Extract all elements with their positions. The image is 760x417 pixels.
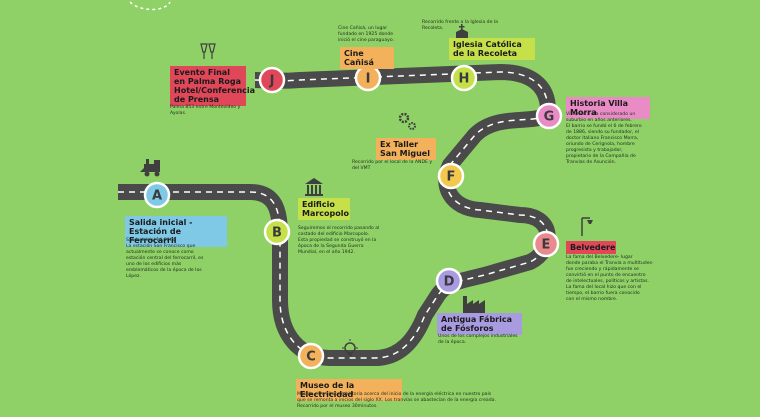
stop-e-title: Belvedere (566, 241, 616, 254)
stop-letter-g: G (544, 110, 555, 125)
stop-j-title: Evento Final en Palma Roga Hotel/Confere… (170, 66, 255, 106)
stop-d-title: Antigua Fábrica de Fósforos (437, 313, 522, 335)
stop-letter-c: C (306, 350, 316, 365)
stop-c-title: Museo de la Electricidad (296, 379, 402, 401)
stop-marker-h (450, 64, 478, 92)
stop-i-description: Cine Cañisá, un lugar fundado en 1925 do… (338, 26, 395, 43)
stop-h-description: Recorrido frente a la Iglesia de la Reco… (422, 20, 498, 31)
lamp-icon (581, 217, 593, 236)
stop-g-title: Historia Villa Morra (566, 97, 650, 119)
lightbulb-icon (342, 339, 358, 356)
stop-marker-f (437, 162, 465, 190)
stop-j-description: Palma 853 entre Montevideo y Ayolas. (170, 105, 241, 116)
stop-a-title: Salida inicial - Estación de Ferrocarril (125, 216, 227, 247)
stop-a-description: Salida Inicial 14:00hs La estación San F… (126, 238, 204, 279)
stop-i-title: Cine Cañisá (340, 47, 394, 69)
gears-icon (398, 112, 416, 130)
stop-b-description: Seguiremos el recorrido pasando al costa… (298, 226, 380, 255)
stop-letter-h: H (459, 72, 470, 87)
stop-marker-c (297, 342, 325, 370)
stop-h-title: Iglesia Católica de la Recoleta (449, 38, 535, 60)
stop-marker-d (435, 267, 463, 295)
building-columns-icon (305, 178, 323, 196)
stop-letter-d: D (444, 275, 455, 290)
stops: A B C D E F G H I J (143, 64, 563, 370)
stop-marker-e (532, 230, 560, 258)
stop-marker-a (143, 181, 171, 209)
stop-b-title: Edificio Marcopolo (298, 198, 350, 220)
stop-letter-j: J (269, 74, 275, 89)
stop-e-description: La fama del Belvedere- lugar donde parab… (566, 255, 654, 302)
stop-f-description: Recorrido por el local de la ANDE y del … (352, 160, 433, 171)
stop-letter-i: I (366, 72, 371, 87)
stop-c-description: Más de cien años de historia acerca del … (297, 392, 496, 409)
stop-letter-a: A (152, 189, 162, 204)
stop-letter-b: B (272, 226, 282, 241)
stop-letter-f: F (447, 170, 456, 185)
champagne-icon (200, 43, 216, 59)
stop-letter-e: E (542, 238, 551, 253)
stop-marker-b (263, 218, 291, 246)
stop-marker-g (535, 102, 563, 130)
stop-g-description: Villamorra era considerado un suburbio e… (566, 112, 642, 165)
stop-d-description: Unos de los complejos industriales de la… (438, 334, 518, 345)
stop-f-title: Ex Taller San Miguel (376, 138, 436, 160)
train-icon (140, 159, 160, 177)
stop-marker-j (258, 66, 286, 94)
factory-icon (463, 296, 485, 314)
